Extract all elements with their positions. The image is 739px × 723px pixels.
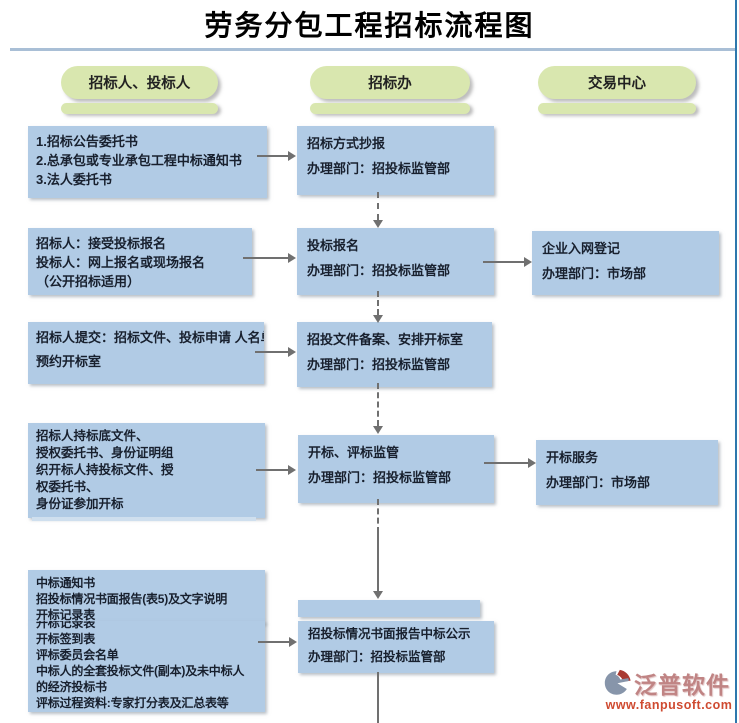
title-divider [10, 48, 735, 51]
node-line: 身份证参加开标 [36, 497, 124, 511]
node-line: 投标报名 [307, 238, 360, 253]
column-header-trade-center-shadow [538, 103, 696, 114]
node-line: 的经济投标书 [36, 680, 107, 694]
column-header-label: 招标人、投标人 [88, 76, 191, 92]
arrowhead-right-icon [288, 347, 296, 357]
column-header-bid-office: 招标办 [310, 66, 470, 99]
node-line: 2.总承包或专业承包工程中标通知书 [36, 153, 242, 168]
fanpu-logo-url: www.fanpusoft.com [605, 698, 733, 712]
column-header-bidders-shadow [61, 103, 218, 114]
node-line: 开标服务 [546, 450, 599, 465]
node-line: 招投标情况书面报告(表5)及文字说明 [36, 592, 228, 606]
node-line: 开标记录表 [36, 608, 96, 622]
fanpu-logo-text: 泛普软件 [634, 672, 730, 698]
node-row5-award-documents-front: 开标记录表 开标签到表 评标委员会名单 中标人的全套投标文件(副本)及未中标人 … [28, 621, 265, 712]
node-row5-award-publicity: 招投标情况书面报告中标公示 办理部门：招投标监管部 [298, 621, 494, 673]
column-header-bidders: 招标人、投标人 [61, 66, 218, 99]
node-line: （公开招标适用） [36, 274, 141, 289]
arrowhead-down-icon [373, 220, 383, 228]
node-line: 办理部门：招投标监管部 [308, 650, 446, 664]
node-line: 授权委托书、身份证明组 [36, 446, 174, 460]
arrow-row4-left-to-mid [256, 469, 288, 471]
node-line: 投标人：网上报名或现场报名 [36, 255, 206, 270]
arrow-row4-mid-to-right [484, 462, 528, 464]
arrowhead-down-icon [373, 315, 383, 323]
node-line: 织开标人持投标文件、授 [36, 463, 174, 477]
node-line: 预约开标室 [36, 354, 102, 369]
connector-row2-to-row3 [377, 291, 379, 315]
connector-row4-to-row5-dashed [377, 499, 379, 533]
page-right-border [735, 0, 737, 723]
node-row2-network-registration: 企业入网登记 办理部门：市场部 [532, 231, 719, 295]
node-line: 开标、评标监管 [308, 445, 400, 460]
node-row2-bid-signup: 投标报名 办理部门：招投标监管部 [297, 228, 494, 295]
node-line: 办理部门：市场部 [542, 266, 647, 281]
arrowhead-right-icon [288, 465, 296, 475]
node-line: 1.招标公告委托书 [36, 134, 138, 149]
column-header-label: 交易中心 [588, 76, 646, 92]
node-row3-submit-documents: 招标人提交：招标文件、投标申请 人名单 预约开标室 [28, 322, 264, 384]
node-row4-open-bid-materials: 招标人持标底文件、 授权委托书、身份证明组 织开标人持投标文件、授 权委托书、 … [28, 423, 265, 518]
connector-row3-to-row4 [377, 383, 379, 426]
node-line: 评标委员会名单 [36, 648, 119, 662]
fanpu-logo: 泛普软件 www.fanpusoft.com [602, 666, 736, 712]
node-line: 办理部门：招投标监管部 [308, 470, 452, 485]
node-line: 办理部门：市场部 [546, 475, 651, 490]
column-header-bid-office-shadow [310, 103, 470, 114]
node-row5-publicity-back [298, 600, 480, 617]
column-header-trade-center: 交易中心 [538, 66, 696, 99]
node-line: 招标方式抄报 [307, 136, 386, 151]
arrow-row3-left-to-mid [255, 351, 288, 353]
arrowhead-down-icon [373, 591, 383, 599]
fanpu-logo-icon [602, 668, 632, 698]
column-header-label: 招标办 [368, 76, 412, 92]
node-line: 中标人的全套投标文件(副本)及未中标人 [36, 664, 245, 678]
node-line: 招标人持标底文件、 [36, 429, 149, 443]
arrowhead-right-icon [289, 637, 297, 647]
arrow-row1-left-to-mid [257, 155, 288, 157]
node-line: 中标通知书 [36, 576, 96, 590]
connector-row4-to-row5-solid [377, 533, 379, 591]
node-line: 招投文件备案、安排开标室 [307, 332, 464, 347]
node-line: 开标记录表 [36, 621, 96, 630]
node-line: 办理部门：招投标监管部 [307, 357, 451, 372]
node-row2-registration-left: 招标人：接受投标报名 投标人：网上报名或现场报名 （公开招标适用） [28, 228, 252, 295]
node-row4-open-evaluate-supervise: 开标、评标监管 办理部门：招投标监管部 [298, 435, 494, 503]
node-row3-file-record: 招投文件备案、安排开标室 办理部门：招投标监管部 [297, 322, 492, 387]
node-line: 3.法人委托书 [36, 172, 112, 187]
arrow-row2-left-to-mid [243, 257, 288, 259]
node-line: 办理部门：招投标监管部 [307, 161, 451, 176]
connector-row1-to-row2 [377, 192, 379, 220]
node-line: 权委托书、 [36, 480, 99, 494]
node-line: 开标签到表 [36, 632, 96, 646]
node-line: 办理部门：招投标监管部 [307, 263, 451, 278]
node-line: 招标人提交：招标文件、投标申请 人名单 [36, 330, 264, 345]
page-title: 劳务分包工程招标流程图 [204, 11, 535, 42]
connector-row5-exit [377, 672, 379, 723]
arrowhead-right-icon [288, 151, 296, 161]
node-line: 评标过程资料:专家打分表及汇总表等 [36, 696, 229, 710]
arrow-row2-mid-to-right [483, 261, 526, 263]
arrowhead-right-icon [528, 458, 536, 468]
arrow-row5-left-to-mid [258, 641, 289, 643]
node-line: 招标人：接受投标报名 [36, 236, 167, 251]
arrowhead-right-icon [524, 257, 532, 267]
node-row5-award-documents-back: 中标通知书 招投标情况书面报告(表5)及文字说明 开标记录表 [28, 570, 265, 624]
node-row4-left-shadow [32, 517, 256, 521]
node-line: 企业入网登记 [542, 241, 621, 256]
node-line: 招投标情况书面报告中标公示 [308, 627, 471, 641]
node-row1-bid-method-report: 招标方式抄报 办理部门：招投标监管部 [297, 126, 494, 195]
node-row4-open-bid-service: 开标服务 办理部门：市场部 [536, 440, 718, 505]
arrowhead-right-icon [288, 253, 296, 263]
arrowhead-down-icon [373, 426, 383, 434]
node-row1-documents: 1.招标公告委托书 2.总承包或专业承包工程中标通知书 3.法人委托书 [28, 126, 267, 198]
